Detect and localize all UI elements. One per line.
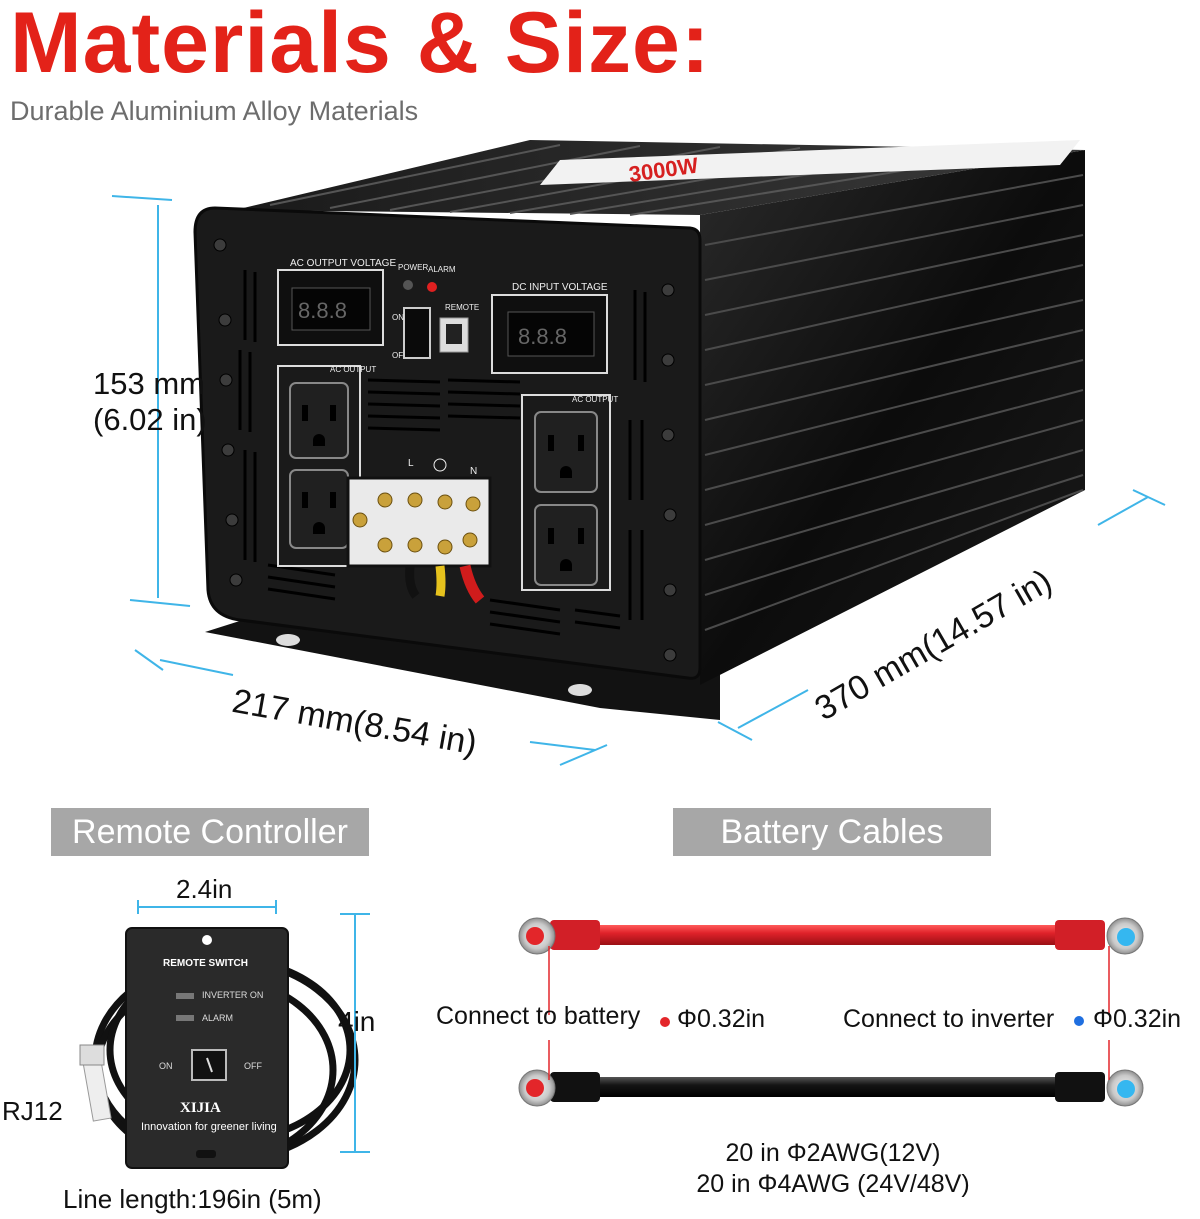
top-product-label [540, 140, 1080, 185]
power-rocker-switch [403, 307, 431, 359]
ac-output-label-left: AC OUTPUT [330, 365, 376, 374]
alarm-led-icon [427, 282, 437, 292]
black-battery-cable [518, 1069, 1144, 1107]
cable-spec-24v-48v: 20 in Φ4AWG (24V/48V) [696, 1170, 970, 1198]
power-led-label: POWER [398, 263, 428, 272]
ac-outlet-group-left [277, 365, 361, 567]
terminal-screws [352, 492, 481, 555]
panel-screws [213, 238, 677, 662]
ac-output-label-right: AC OUTPUT [572, 395, 618, 404]
line-length-label: Line length:196in (5m) [63, 1184, 322, 1214]
remote-dimension-lines [137, 900, 370, 1153]
red-battery-cable [518, 917, 1144, 955]
inverter-indicator-dot [1074, 1016, 1084, 1026]
cable-spec-12v: 20 in Φ2AWG(12V) [725, 1139, 941, 1167]
ac-outlet-group-right [521, 394, 611, 591]
height-mm: 153 mm [93, 366, 205, 401]
inverter-end-blue-dot [1117, 928, 1135, 946]
inverter-on-label: INVERTER ON [202, 990, 264, 1000]
remote-controller-section-label: Remote Controller [51, 808, 369, 856]
mounting-hole [276, 634, 300, 646]
battery-end-red-dot [526, 1079, 544, 1097]
page-subtitle: Durable Aluminium Alloy Materials [10, 96, 419, 126]
heatsink-fins [704, 174, 1084, 631]
remote-off-label: OFF [244, 1061, 262, 1071]
remote-hanging-hole [202, 935, 212, 945]
remote-on-label: ON [159, 1061, 173, 1071]
cable-pointer-lines [548, 946, 1110, 1080]
dc-voltage-digits: 8.8.8 [518, 324, 567, 349]
remote-jack-label: REMOTE [445, 303, 479, 312]
height-in: (6.02 in) [93, 401, 207, 437]
dc-voltage-display [507, 311, 595, 357]
inverter-terminal-size: Φ0.32in [1093, 1005, 1182, 1033]
switch-off-label: OF [392, 351, 403, 360]
mounting-hole [568, 684, 592, 696]
dimension-lines [111, 195, 1166, 766]
connect-inverter-label: Connect to inverter [843, 1005, 1055, 1033]
terminal-block [346, 476, 492, 568]
terminal-wires [405, 564, 485, 604]
remote-alarm-label: ALARM [202, 1013, 234, 1023]
remote-tagline: Innovation for greener living [141, 1121, 277, 1133]
ac-voltage-display [291, 287, 371, 331]
battery-indicator-dot [660, 1017, 670, 1027]
alarm-led-label: ALARM [428, 265, 456, 274]
inverter-end-blue-dot [1117, 1080, 1135, 1098]
terminal-n-label: N [470, 466, 477, 477]
battery-terminal-size: Φ0.32in [677, 1005, 766, 1033]
front-vent-slots [238, 270, 647, 636]
dc-input-voltage-label: DC INPUT VOLTAGE [512, 282, 608, 293]
remote-width-label: 2.4in [176, 874, 233, 904]
battery-cables-section-label: Battery Cables [673, 808, 991, 856]
inverter-side-body [700, 150, 1085, 685]
rj12-plug-icon [79, 1044, 112, 1122]
remote-switch-body [125, 927, 289, 1169]
ac-outlet-right-1 [534, 411, 598, 493]
page-title: Materials & Size: [10, 0, 711, 91]
remote-height-label: 4in [338, 1006, 376, 1037]
ac-outlet-left-1 [289, 382, 349, 459]
terminal-l-label: L [408, 458, 414, 469]
remote-switch-title: REMOTE SWITCH [163, 958, 248, 969]
ground-symbol-icon [433, 458, 447, 472]
ac-output-voltage-label: AC OUTPUT VOLTAGE [290, 258, 396, 269]
ac-outlet-left-2 [289, 469, 349, 549]
power-led-icon [403, 280, 413, 290]
battery-end-red-dot [526, 927, 544, 945]
ac-outlet-right-2 [534, 504, 598, 586]
remote-brand: XIJIA [180, 1100, 221, 1116]
switch-on-label: ON [392, 313, 404, 322]
height-dimension-label: 153 mm (6.02 in) [93, 366, 207, 437]
rj12-label: RJ12 [2, 1096, 63, 1126]
ac-voltage-digits: 8.8.8 [298, 298, 347, 323]
connect-battery-label: Connect to battery [436, 1002, 641, 1030]
